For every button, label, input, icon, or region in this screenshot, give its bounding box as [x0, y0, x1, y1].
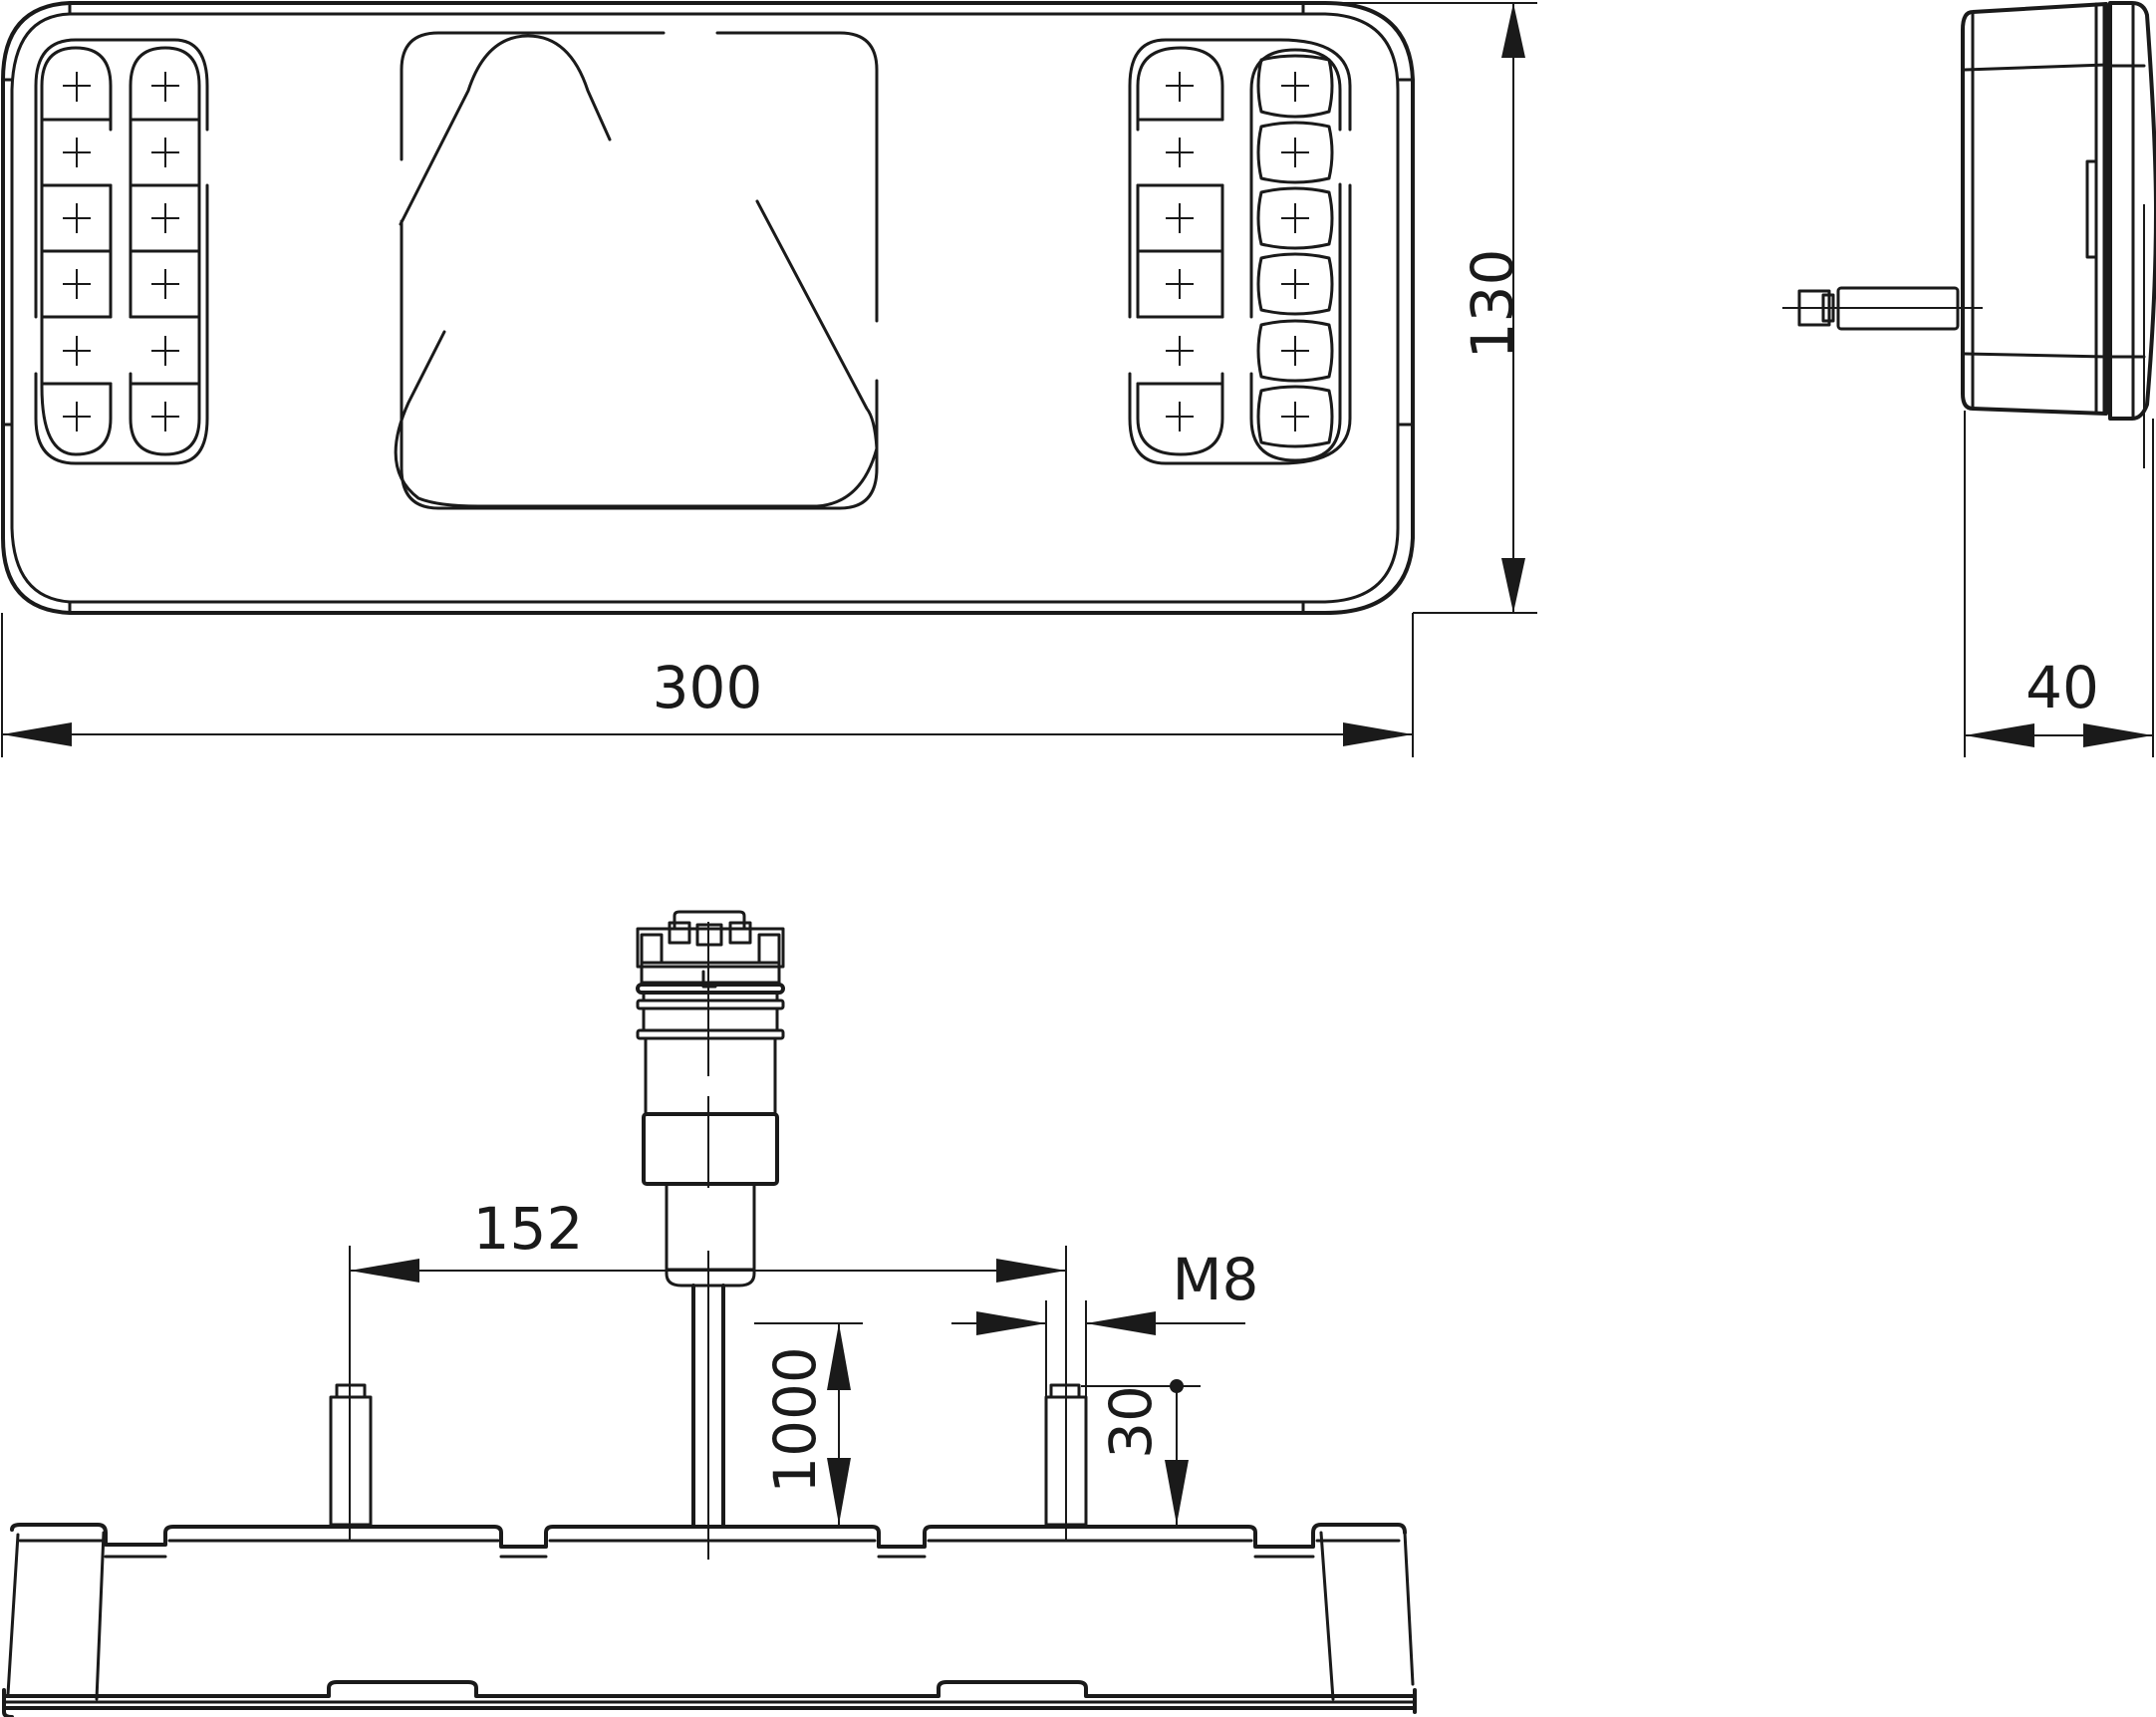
top-view: 152 M8 1000 30 [2, 910, 1417, 1717]
housing-top [2, 1523, 1417, 1717]
stud-right [1044, 1246, 1088, 1540]
plus-icon [63, 72, 179, 431]
dimension-stud-spacing: 152 [350, 1195, 1066, 1283]
stud-side [1782, 286, 1983, 331]
dimension-stud-spacing-label: 152 [473, 1195, 584, 1263]
dimension-width: 300 [1, 613, 1414, 757]
plus-icon [1166, 72, 1309, 431]
led-pillow-cells [1256, 54, 1334, 448]
dimension-height: 130 [1325, 2, 1537, 614]
dimension-width-label: 300 [653, 654, 763, 721]
right-lamp-group [1128, 38, 1352, 465]
dimension-thread-label: M8 [1173, 1246, 1259, 1313]
dimension-stud-length-label: 30 [1097, 1385, 1165, 1459]
left-lamp-group [34, 38, 209, 465]
dimension-height-label: 130 [1459, 249, 1526, 360]
front-view: 300 130 [1, 1, 1537, 757]
dimension-stud-length: 30 [1081, 1379, 1201, 1525]
triangle-reflector [394, 31, 879, 510]
dimension-cable-length: 1000 [754, 1322, 863, 1525]
side-view: 40 [1782, 1, 2156, 757]
dimension-depth: 40 [1964, 411, 2154, 757]
dimension-depth-label: 40 [2025, 654, 2099, 721]
dimension-thread: M8 [951, 1246, 1258, 1335]
dimension-cable-length-label: 1000 [761, 1346, 829, 1494]
stud-left [329, 1246, 373, 1540]
